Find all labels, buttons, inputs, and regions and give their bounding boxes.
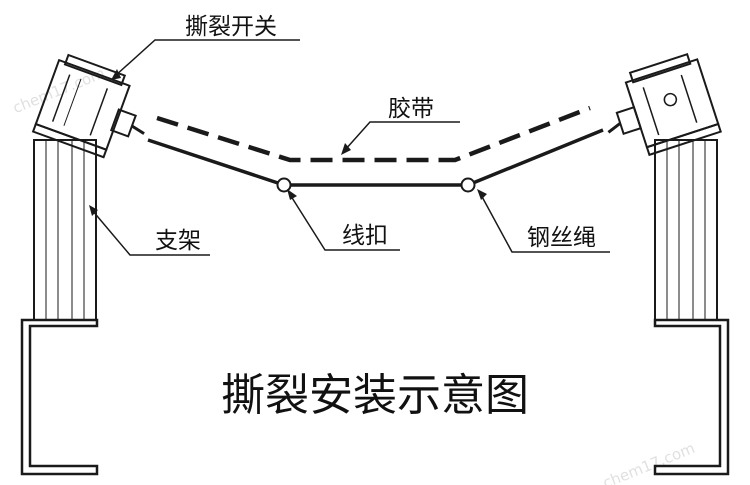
label-belt: 胶带 (388, 96, 434, 122)
left-bracket (20, 139, 99, 476)
conveyor-belt-line (156, 105, 591, 163)
right-bracket (653, 139, 730, 476)
wire-rope-line (147, 128, 604, 187)
right-wire-clip (460, 177, 476, 193)
label-tear-switch: 撕裂开关 (185, 14, 277, 40)
left-tear-switch (31, 53, 145, 159)
diagram-title: 撕裂安装示意图 (221, 370, 529, 421)
leader-lines (91, 39, 610, 256)
right-tear-switch (607, 52, 722, 157)
watermark-bottom-right: chem17.com (600, 439, 697, 485)
label-wire-clip: 线扣 (342, 223, 388, 249)
leader-arrowheads (89, 69, 487, 216)
label-wire-rope: 钢丝绳 (527, 225, 596, 251)
left-wire-clip (276, 177, 292, 193)
label-bracket: 支架 (155, 228, 201, 254)
